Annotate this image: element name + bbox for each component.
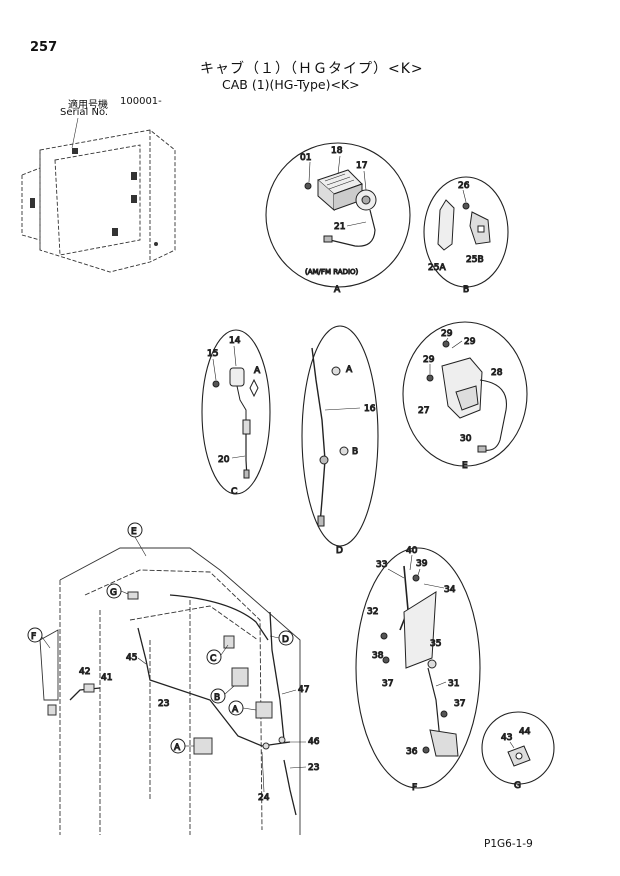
serial-leader-line — [71, 117, 79, 149]
detail-b-part-25b: 25B — [466, 255, 484, 265]
detail-f-part-40: 40 — [406, 546, 418, 556]
main-cab-components — [47, 591, 286, 755]
detail-c-callout-a: A — [254, 366, 261, 376]
title-english: CAB (1)(HG-Type)<K> — [222, 77, 360, 92]
detail-e-part-29-upper: 29 — [441, 329, 453, 339]
main-view-callouts — [27, 522, 294, 754]
detail-f-part-37-right: 37 — [454, 699, 465, 709]
detail-e-part-27: 27 — [418, 406, 429, 416]
detail-b-letter: B — [463, 285, 469, 295]
detail-f-part-34: 34 — [444, 585, 456, 595]
detail-c-part-15: 15 — [207, 349, 218, 359]
detail-a-part-18: 18 — [331, 146, 343, 156]
main-callout-b: B — [214, 693, 220, 703]
main-callout-a-lower: A — [174, 743, 181, 753]
detail-e-part-29-left: 29 — [423, 355, 435, 365]
main-part-42: 42 — [79, 667, 90, 677]
serial-value: 100001- — [120, 96, 162, 107]
detail-a-part-21: 21 — [334, 222, 345, 232]
main-part-23-left: 23 — [158, 699, 169, 709]
detail-f-part-31: 31 — [448, 679, 459, 689]
main-callout-c: C — [210, 654, 216, 664]
detail-f-part-32: 32 — [367, 607, 378, 617]
detail-c-letter: C — [231, 487, 237, 497]
detail-g-part-43: 43 — [501, 733, 512, 743]
main-callout-d: D — [282, 635, 289, 645]
detail-c-part-14: 14 — [229, 336, 241, 346]
detail-b-part-25a: 25A — [428, 263, 446, 273]
title-japanese: キャブ（１）（ＨＧタイプ）<K> — [200, 61, 424, 77]
detail-b-part-26: 26 — [458, 181, 470, 191]
detail-view-a — [265, 142, 411, 288]
main-part-41: 41 — [101, 673, 112, 683]
detail-a-letter: A — [334, 285, 341, 295]
detail-view-b — [423, 176, 509, 288]
detail-view-c — [201, 329, 271, 495]
main-part-47: 47 — [298, 685, 309, 695]
detail-d-letter: D — [336, 546, 343, 556]
detail-a-part-01: 01 — [300, 153, 311, 163]
detail-a-note: (AM/FM RADIO) — [305, 268, 359, 276]
main-cab-outline — [39, 547, 301, 835]
detail-f-part-38: 38 — [372, 651, 384, 661]
main-callout-e: E — [131, 527, 137, 537]
main-part-45: 45 — [126, 653, 137, 663]
detail-view-e — [402, 321, 528, 467]
detail-f-part-39: 39 — [416, 559, 428, 569]
detail-f-part-33: 33 — [376, 560, 387, 570]
detail-f-letter: F — [412, 783, 417, 793]
detail-c-part-20: 20 — [218, 455, 230, 465]
detail-g-letter: G — [514, 781, 521, 791]
detail-e-part-30: 30 — [460, 434, 472, 444]
overview-cab-parts — [30, 148, 158, 246]
main-part-24: 24 — [258, 793, 270, 803]
detail-view-g — [481, 711, 555, 785]
serial-label-japanese: 適用号機 — [68, 100, 108, 111]
main-part-23-right: 23 — [308, 763, 319, 773]
detail-d-part-16: 16 — [364, 404, 376, 414]
main-callout-f: F — [31, 632, 36, 642]
detail-e-letter: E — [462, 461, 468, 471]
detail-e-part-29-right: 29 — [464, 337, 476, 347]
footer-code: P1G6-1-9 — [484, 838, 533, 850]
detail-view-f — [355, 547, 481, 789]
detail-g-part-44: 44 — [519, 727, 531, 737]
detail-d-callout-a: A — [346, 365, 353, 375]
detail-a-part-17: 17 — [356, 161, 367, 171]
detail-d-callout-b: B — [352, 447, 358, 457]
detail-view-d — [301, 325, 379, 547]
detail-f-part-36: 36 — [406, 747, 418, 757]
main-callout-a-upper: A — [232, 705, 239, 715]
detail-f-part-35: 35 — [430, 639, 441, 649]
overview-cab-sketch — [21, 129, 176, 273]
main-part-46: 46 — [308, 737, 320, 747]
detail-e-part-28: 28 — [491, 368, 503, 378]
main-callout-g: G — [110, 588, 117, 598]
detail-f-part-37-left: 37 — [382, 679, 393, 689]
serial-label-english: Serial No. — [60, 107, 109, 118]
page-number: 257 — [30, 40, 58, 55]
